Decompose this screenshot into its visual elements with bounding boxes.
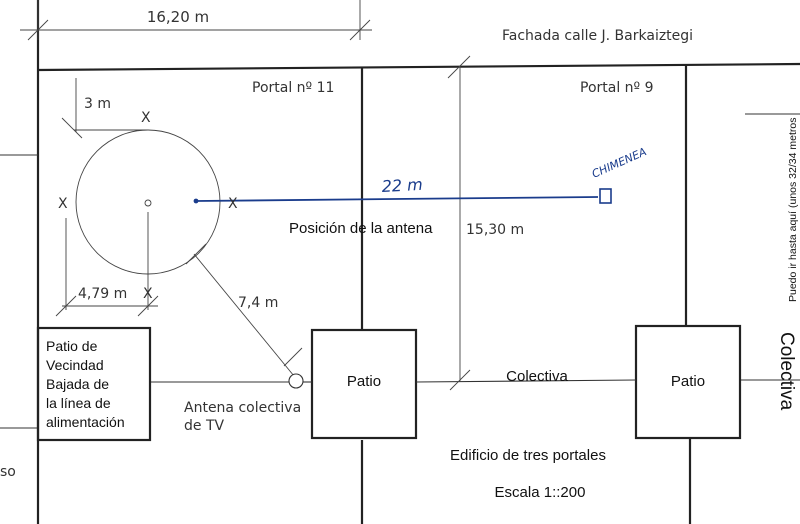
vecindad-line-3: Bajada de [46,376,109,392]
collective-cable: Colectiva [150,368,637,385]
dimension-top: 16,20 m [20,0,372,41]
colectiva-center-label: Colectiva [506,368,568,385]
cut-text: so [0,464,16,480]
building-label: Edificio de tres portales [450,447,606,464]
antenna-to-chimney: X 22 m CHIMENEA [193,145,649,212]
chimney-icon [599,188,612,204]
patio-right: Patio [634,324,742,440]
dimension-479: 4,79 m X X [55,196,159,317]
cable-74: 7,4 m [185,243,304,389]
patio-vecindad-box: Patio de Vecindad Bajada de la línea de … [36,326,152,442]
patio-vecindad-text: Patio de Vecindad Bajada de la línea de … [46,338,125,430]
vecindad-line-5: alimentación [46,414,125,430]
portal-9-label: Portal nº 9 [580,80,654,96]
dimension-1530: 15,30 m [447,55,524,391]
x-mark-top: X [141,110,151,126]
dimension-479-label: 4,79 m [78,286,127,302]
side-note: Puedo ir hasta aquí (unos 32/34 metros [787,118,799,302]
dimension-3m: 3 m X [61,78,151,139]
chimney-label: CHIMENEA [590,145,649,181]
facade-label: Fachada calle J. Barkaiztegi [502,28,693,44]
vecindad-line-1: Patio de [46,338,98,354]
collective-antenna-icon [288,373,304,389]
vecindad-line-2: Vecindad [46,357,104,373]
x-mark-right: X [228,196,238,212]
dimension-3m-label: 3 m [84,96,111,112]
patio-left: Patio [310,328,418,440]
antenna-position-label: Posición de la antena [289,220,433,237]
patio-right-label: Patio [671,373,705,390]
antenna-center-mark [144,199,152,207]
x-mark-left: X [58,196,68,212]
x-mark-bottom: X [143,286,153,302]
vecindad-line-4: la línea de [46,395,111,411]
dimension-top-label: 16,20 m [147,8,209,26]
antenna-collective-label: Antena colectiva de TV [184,400,306,434]
patio-left-label: Patio [347,373,381,390]
antenna-point [193,198,199,204]
scale-label: Escala 1::200 [495,484,586,501]
dimension-1530-label: 15,30 m [466,222,524,238]
cable-74-label: 7,4 m [238,295,278,311]
colectiva-right-label: Colectiva [776,332,797,411]
portal-11-label: Portal nº 11 [252,80,334,96]
handwritten-22m-label: 22 m [381,175,423,196]
